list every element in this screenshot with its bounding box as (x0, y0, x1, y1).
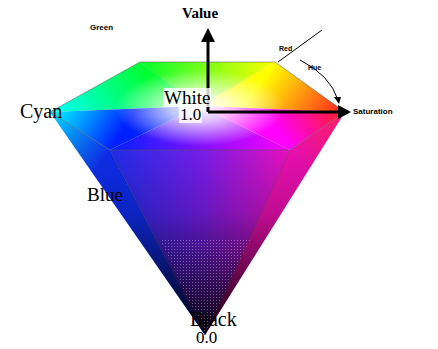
axis-label: Saturation (353, 108, 393, 116)
value-number: 1.0 (179, 106, 202, 123)
value-label: Black (190, 309, 237, 329)
hue-label: Red (279, 45, 292, 52)
hue-label: Blue (87, 185, 123, 204)
axis-label: Value (182, 6, 218, 21)
hue-label: Green (90, 24, 113, 32)
value-label: White (163, 88, 211, 107)
hue-label: Cyan (20, 101, 62, 121)
value-number: 0.0 (196, 329, 217, 346)
hue-label: Hue (308, 64, 321, 71)
